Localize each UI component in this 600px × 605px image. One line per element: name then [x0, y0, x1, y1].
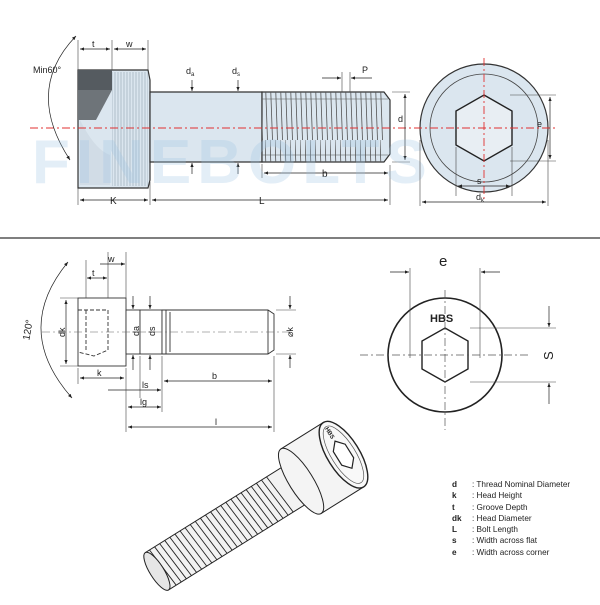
label-l-bottom: l: [215, 417, 217, 427]
label-hbs-end: HBS: [430, 313, 453, 325]
label-hbs-bolt: HBS: [323, 427, 335, 441]
legend-symbol: e: [452, 547, 457, 557]
label-da-bottom: da: [131, 326, 141, 336]
label-K: K: [110, 196, 117, 207]
legend-symbol: dk: [452, 513, 462, 523]
top-end-view: e s dk: [414, 58, 556, 206]
legend-text: : Head Diameter: [472, 513, 532, 523]
label-da-top: da: [186, 66, 195, 78]
legend-row: dk : Head Diameter: [452, 513, 597, 524]
label-e-top: e: [537, 119, 542, 129]
bottom-side-dims: 120° t w dk k da ds ⌀k b: [21, 252, 296, 432]
label-phik-bottom: ⌀k: [285, 327, 295, 337]
top-side-view: K L b t w Min60° da ds P: [30, 35, 412, 207]
label-w-bottom: w: [107, 254, 115, 264]
label-dk-bottom: dk: [57, 327, 67, 337]
legend-text: : Bolt Length: [472, 525, 518, 535]
legend-row: L : Bolt Length: [452, 524, 597, 535]
label-lg-bottom: lg: [140, 397, 147, 407]
legend-symbol: s: [452, 536, 457, 546]
legend-text: : Width across flat: [472, 536, 538, 546]
label-b-bottom: b: [212, 371, 217, 381]
legend-symbol: k: [452, 491, 457, 501]
legend-symbol: t: [452, 502, 455, 512]
legend: d : Thread Nominal Diameter k : Head Heigh…: [452, 479, 597, 558]
label-s-top: s: [477, 176, 482, 186]
label-w-top: w: [125, 39, 133, 49]
label-s-bottom: S: [541, 351, 556, 360]
legend-row: k : Head Height: [452, 490, 597, 501]
label-ds-bottom: ds: [147, 326, 157, 336]
label-t-bottom: t: [92, 268, 95, 278]
label-b: b: [322, 169, 328, 180]
label-angle-top: Min60°: [33, 65, 62, 75]
legend-text: : Head Height: [472, 491, 523, 501]
label-L: L: [259, 196, 265, 207]
label-t-top: t: [92, 39, 95, 49]
legend-row: s : Width across flat: [452, 535, 597, 546]
bottom-end-view: HBS e S: [360, 253, 556, 430]
label-dk-top: dk: [476, 192, 485, 204]
label-angle-bottom: 120°: [21, 319, 35, 341]
legend-row: e : Width across corner: [452, 547, 597, 558]
legend-text: : Width across corner: [472, 547, 550, 557]
label-ds-top: ds: [232, 66, 240, 78]
watermark: FINEBOLTS: [32, 128, 433, 197]
legend-text: : Thread Nominal Diameter: [472, 480, 571, 489]
legend-row: t : Groove Depth: [452, 502, 597, 513]
label-k-bottom: k: [97, 368, 102, 378]
bolt-3d-illustration: HBS: [143, 420, 369, 591]
legend-symbol: L: [452, 525, 458, 535]
legend-text: : Groove Depth: [472, 502, 528, 512]
legend-symbol: d: [452, 480, 458, 489]
label-d-top: d: [398, 114, 403, 124]
label-e-bottom: e: [439, 253, 447, 270]
legend-row: d : Thread Nominal Diameter: [452, 479, 597, 490]
label-ls-bottom: ls: [142, 380, 149, 390]
label-P: P: [362, 65, 368, 75]
